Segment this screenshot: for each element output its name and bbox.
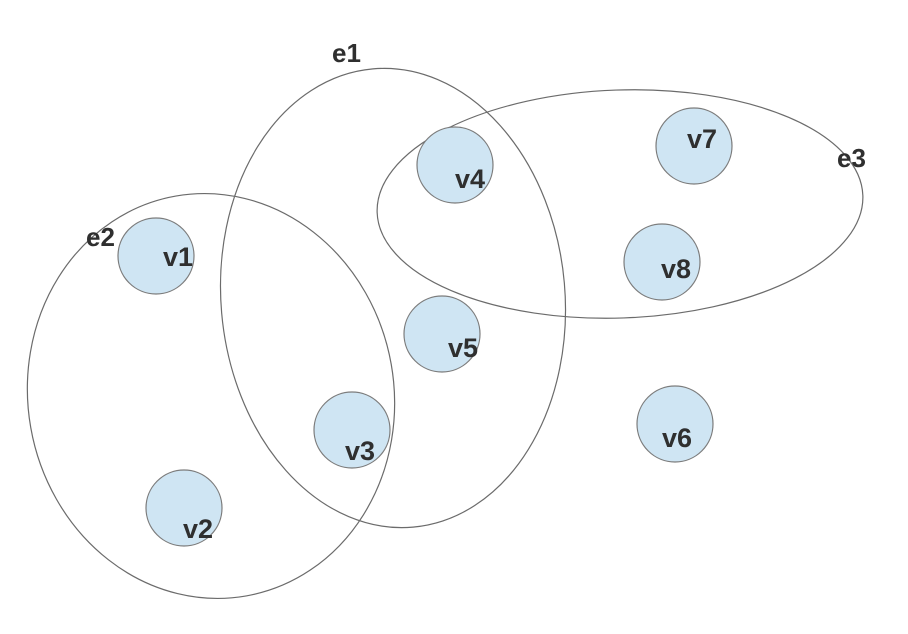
vertex-label-v1: v1	[163, 242, 193, 272]
vertex-v7	[655, 107, 733, 185]
hyperedge-e2	[26, 192, 396, 600]
vertex-label-v4: v4	[455, 164, 485, 194]
vertex-v3	[313, 391, 391, 469]
vertex-v2	[145, 469, 223, 547]
hyperedge-e1	[219, 67, 567, 529]
vertex-label-v2: v2	[183, 514, 213, 544]
hyperedge-label-e3: e3	[837, 143, 866, 173]
vertex-label-v8: v8	[661, 254, 691, 284]
vertex-v1	[117, 217, 195, 295]
vertex-label-v3: v3	[345, 436, 375, 466]
vertex-v8	[623, 223, 701, 301]
vertex-v5	[403, 295, 481, 373]
hyperedge-e3	[376, 89, 864, 319]
vertex-label-v5: v5	[448, 333, 478, 363]
vertex-label-v6: v6	[662, 423, 692, 453]
vertex-label-v7: v7	[687, 124, 717, 154]
vertex-v6	[636, 385, 714, 463]
hyperedge-label-e2: e2	[86, 222, 115, 252]
vertex-v4	[416, 126, 494, 204]
hyperedge-label-e1: e1	[332, 38, 361, 68]
